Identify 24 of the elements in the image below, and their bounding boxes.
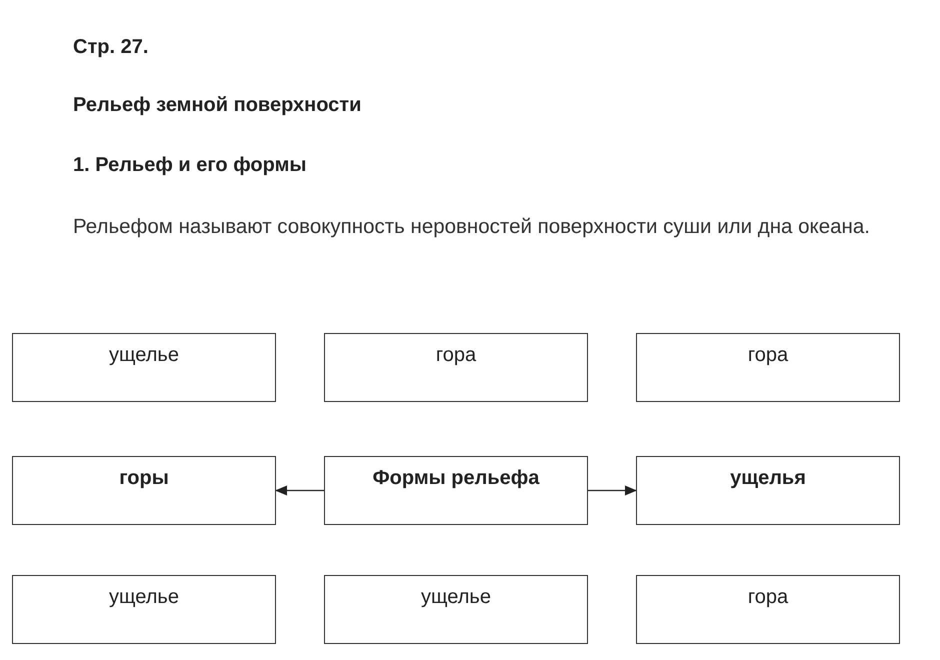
box-label: ущелье [109, 344, 179, 366]
box-label: Формы рельефа [372, 467, 540, 489]
arrow [275, 486, 324, 496]
text-box [324, 333, 588, 402]
text-box [12, 456, 276, 525]
box-label: гора [748, 586, 788, 608]
text-box [12, 575, 276, 644]
page-number: Стр. 27. [73, 36, 148, 59]
box-label: ущелье [109, 586, 179, 608]
box-label: гора [436, 344, 476, 366]
text-box [636, 456, 900, 525]
box-label: ущелья [730, 467, 806, 489]
box-label: ущелье [421, 586, 491, 608]
section-heading: 1. Рельеф и его формы [73, 154, 306, 177]
box-label: гора [748, 344, 788, 366]
arrow [588, 486, 637, 496]
text-box [324, 575, 588, 644]
text-box [636, 333, 900, 402]
box-label: горы [119, 467, 169, 489]
title: Рельеф земной поверхности [73, 94, 362, 117]
text-box [636, 575, 900, 644]
text-box [12, 333, 276, 402]
text-box [324, 456, 588, 525]
definition-text: Рельефом называют совокупность неровностей поверхности суши или дна океана. [73, 214, 871, 240]
